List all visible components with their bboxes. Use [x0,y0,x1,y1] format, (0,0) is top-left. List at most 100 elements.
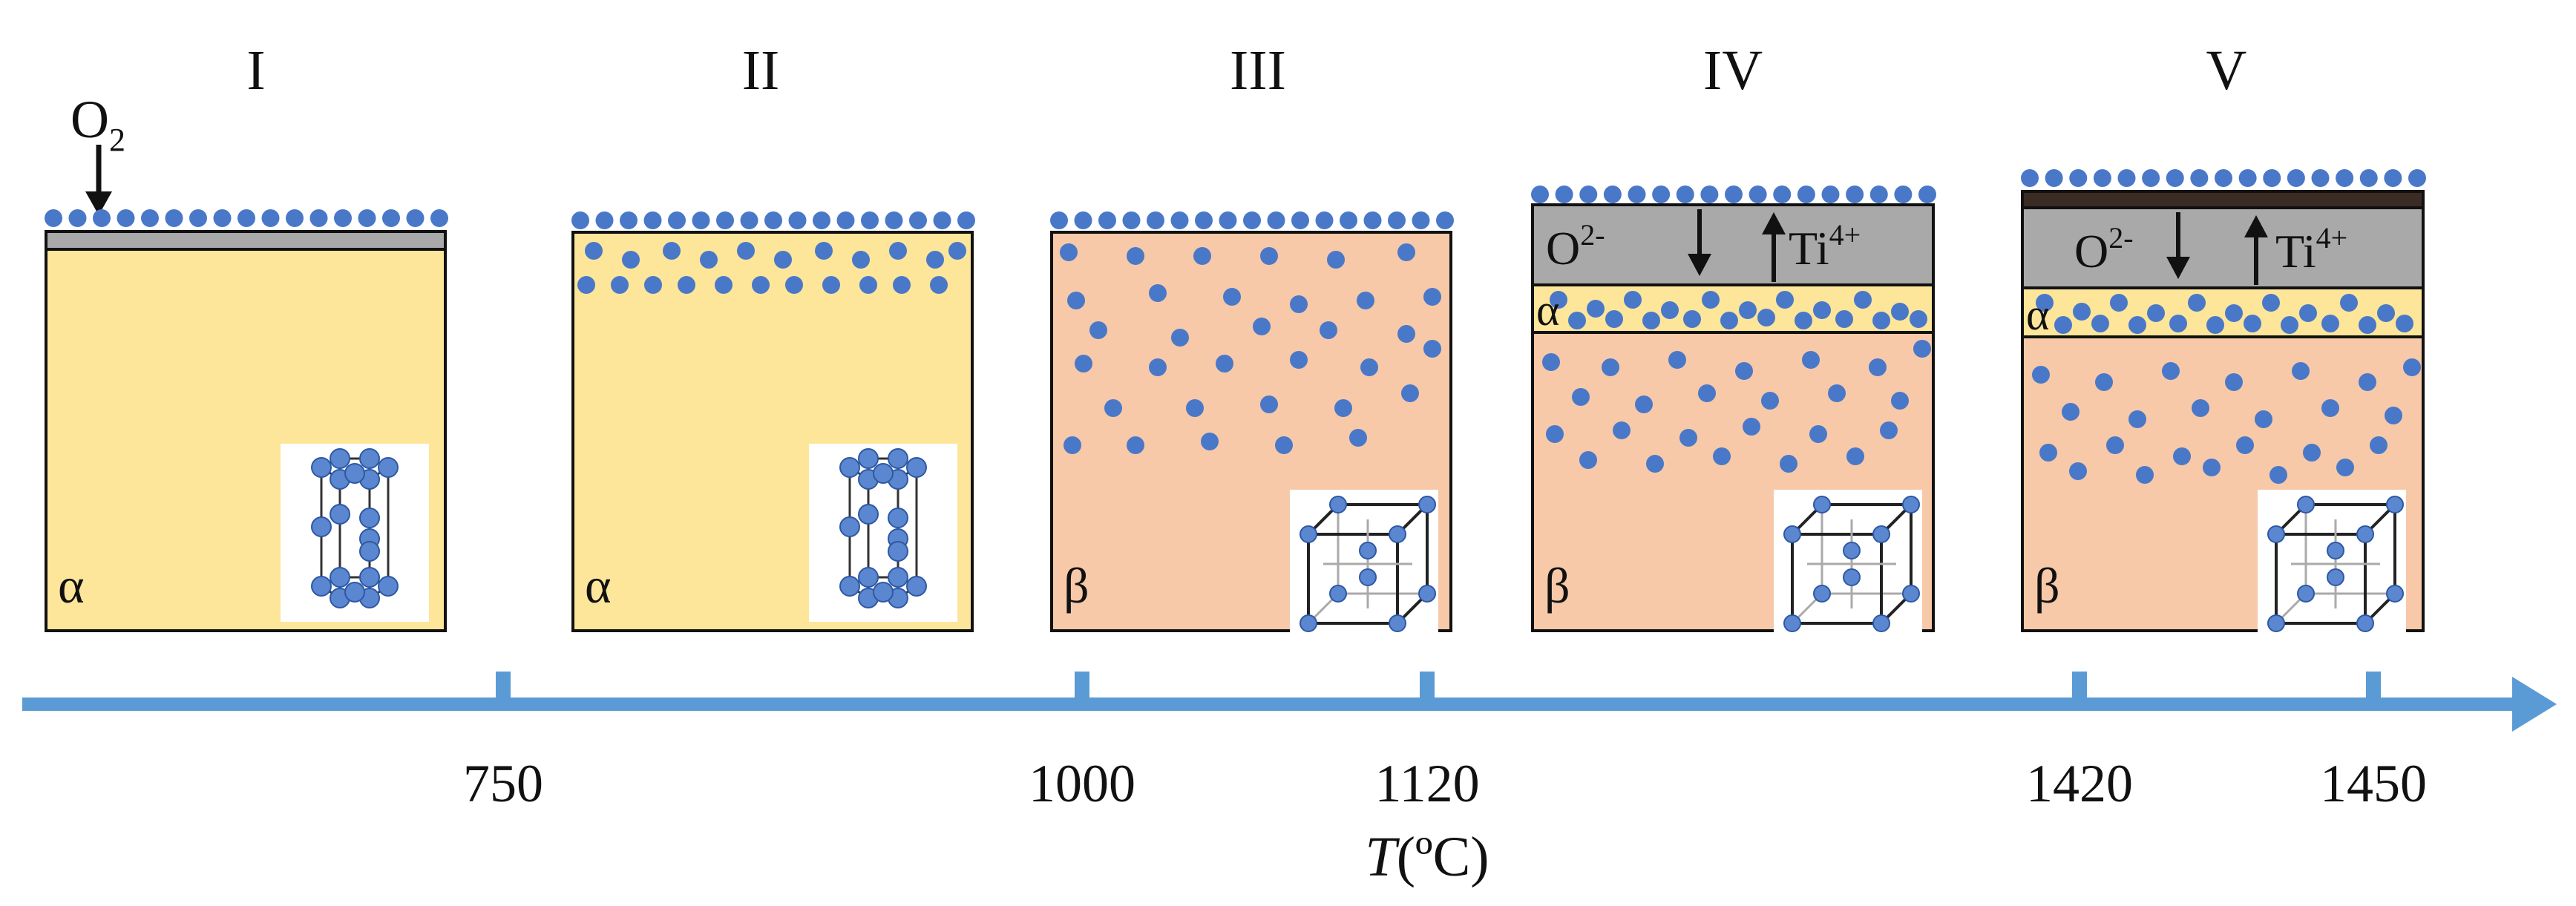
oxygen-atom [1720,312,1738,329]
oxygen-atom [1147,211,1164,229]
crystal-atom [1329,585,1347,603]
dissolved-oxygen [2032,358,2421,484]
oxygen-atom [2192,399,2209,417]
axis-tick [496,672,511,698]
oxygen-atom [1291,211,1309,229]
crystal-atom [2327,542,2344,559]
oxygen-atom [2128,410,2146,428]
oxygen-atom [1363,211,1382,229]
oxygen-atom [2384,169,2402,187]
crystal-atom [344,463,365,484]
crystal-atom [1359,568,1377,586]
oxygen-atom [1809,425,1827,443]
oxygen-atom [2054,316,2072,334]
oxygen-atom [1253,318,1271,335]
oxygen-atom [1290,351,1308,369]
oxygen-atom [585,242,603,260]
dark-oxide-layer [2021,190,2425,209]
crystal-atom [311,576,332,597]
oxygen-atom [334,209,352,227]
crystal-atom [858,504,879,525]
oxygen-atom [1170,211,1189,229]
tick-label: 1420 [2026,754,2133,813]
stage-I: I O2 α [45,39,448,632]
oxygen-atom [358,209,376,227]
oxygen-atom [1773,186,1792,203]
stage-label-IV: IV [1703,39,1763,102]
oxygen-atom [1579,186,1598,203]
oxygen-atom [2215,169,2232,187]
oxygen-atom [2039,444,2057,462]
crystal-atom [839,576,860,597]
oxygen-atom [1193,247,1211,265]
crystal-atom [330,448,350,469]
oxygen-atom [1700,186,1719,203]
axis-title: T(ºC) [1365,826,1489,888]
alpha-case-oxygen [2036,294,2413,334]
oxygen-atom [93,209,111,227]
crystal-atom [2386,496,2404,513]
oxygen-atom [774,251,792,269]
stage-label-III: III [1230,39,1286,102]
oxygen-atom [1869,186,1888,203]
oxygen-atom [1743,418,1760,436]
oxygen-atom [1127,436,1144,454]
oxygen-atom [2147,304,2165,322]
oxygen-atom [1846,447,1864,465]
alpha-case-oxygen [1550,291,1927,329]
hcp-crystal-icon [809,444,957,622]
oxygen-atom [1542,353,1560,371]
crystal-atom [1843,542,1861,559]
oxygen-atom [2225,304,2243,322]
oxygen-label-sub: 2 [109,122,125,158]
oxygen-atom [1550,291,1567,309]
crystal-atom [330,504,350,525]
oxygen-atom [577,276,595,294]
oxygen-atom [1676,186,1694,203]
oxygen-atom [2173,447,2191,465]
crystal-atom [1783,525,1801,543]
oxygen-atom [406,209,425,227]
phase-label-II: α [585,557,612,614]
oxygen-atom [1572,388,1590,406]
oxygen-atom [836,211,855,229]
crystal-atom [359,508,380,528]
oxygen-atom [165,209,183,227]
oxygen-atom [1642,312,1660,329]
oxygen-atom [189,209,207,227]
phase-label-IV: β [1544,557,1570,614]
oxygen-atom [740,211,758,229]
crystal-atom [330,567,350,588]
surface-oxygen-row [1531,186,1936,203]
stage-III: III β [1050,39,1454,638]
oxygen-atom [2095,373,2113,391]
oxygen-atom [2106,436,2124,454]
crystal-atom [2356,614,2374,632]
oxygen-atom [948,242,966,260]
oxygen-atom [1797,186,1815,203]
oxygen-atom [926,251,944,269]
crystal-atom [344,582,365,603]
oxygen-atom [1412,211,1430,229]
oxygen-atom [622,251,640,269]
oxygen-atom [2336,459,2354,476]
stage-label-I: I [246,39,265,102]
oxygen-atom [620,211,638,229]
oxygen-inflow-label: O2 [71,90,125,215]
stage-label-V: V [2206,39,2247,102]
oxygen-atom [2206,316,2224,334]
surface-oxygen-row [45,209,448,227]
phase-label-I: α [58,557,85,614]
oxygen-atom [885,211,903,229]
oxygen-atom [1880,421,1898,439]
oxygen-atom [715,276,733,294]
oxygen-atom [2385,407,2402,424]
oxygen-atom [430,209,448,227]
oxygen-atom [2069,462,2087,480]
hcp-crystal-icon [281,444,429,622]
oxygen-atom [668,211,686,229]
crystal-atom [2297,496,2315,513]
oxygen-atom [1835,310,1853,328]
oxygen-atom [1679,429,1697,447]
oxygen-atom [788,211,807,229]
